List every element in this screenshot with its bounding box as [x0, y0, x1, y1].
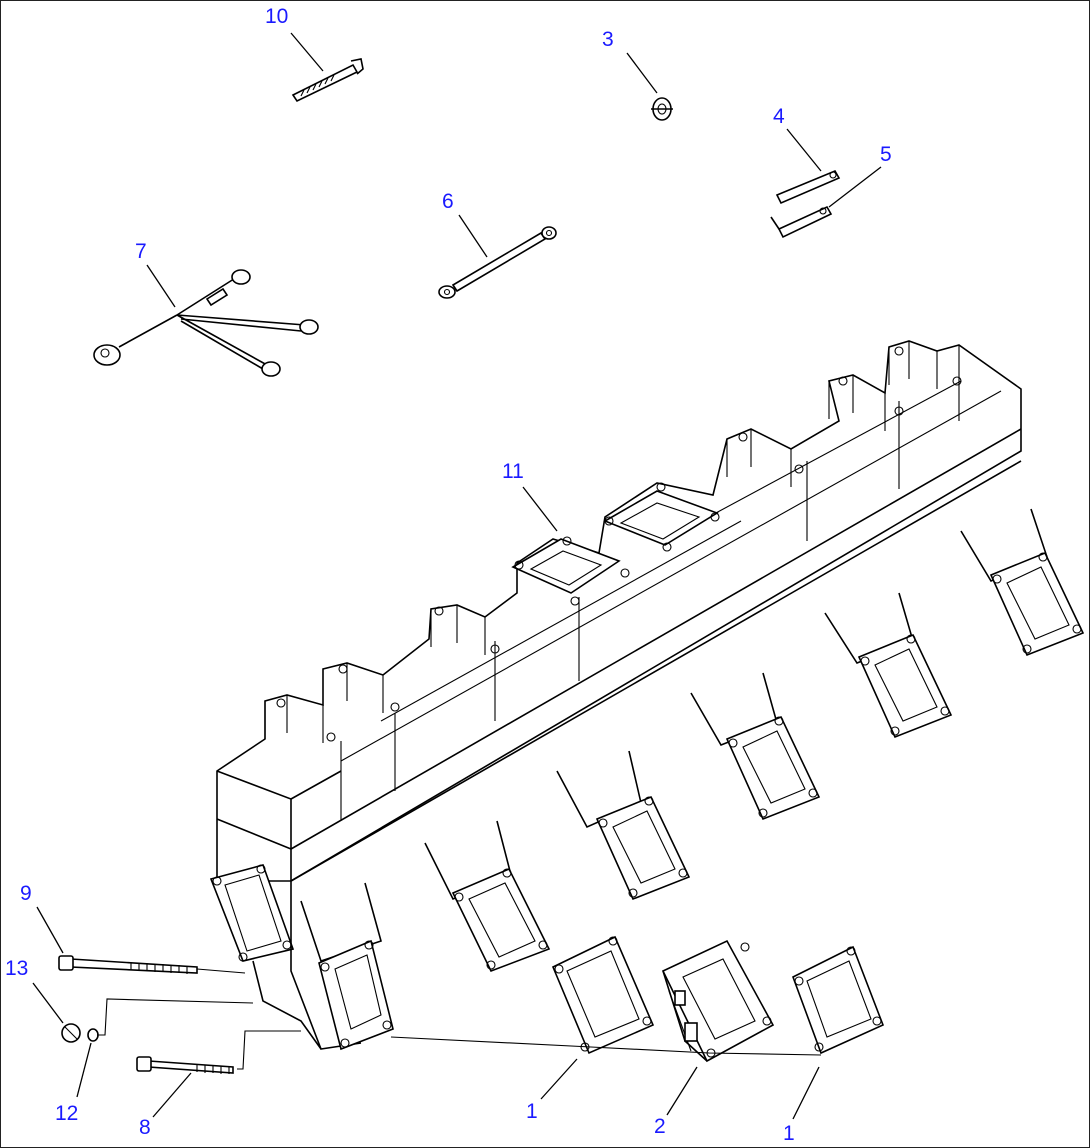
- callout-11: 11: [502, 460, 524, 483]
- alignment-line: [390, 1036, 822, 1056]
- callout-7: 7: [135, 240, 147, 263]
- callout-2: 2: [654, 1115, 666, 1138]
- callout-6: 6: [442, 190, 454, 213]
- part-1-gasket-right: [792, 945, 885, 1055]
- leader-lines: [32, 32, 882, 1120]
- part-12-leader-line: [97, 998, 254, 1036]
- part-5-clamp: [770, 205, 833, 239]
- part-7-link-assembly: [93, 269, 319, 377]
- part-10-bolt: [291, 58, 364, 103]
- part-8-bolt: [136, 1030, 301, 1074]
- callout-9: 9: [20, 882, 32, 905]
- callout-4: 4: [773, 105, 785, 128]
- callout-1-left: 1: [526, 1100, 538, 1123]
- part-3-nut: [651, 97, 673, 121]
- part-9-bolt: [58, 955, 246, 974]
- callout-8: 8: [139, 1116, 151, 1139]
- part-6-rod: [438, 226, 557, 299]
- callout-10: 10: [265, 5, 288, 28]
- part-2-adapter: [661, 939, 775, 1063]
- callout-3: 3: [602, 28, 614, 51]
- part-11-manifold: [209, 340, 1022, 1050]
- callout-13: 13: [5, 957, 28, 980]
- manifold-ports: [300, 508, 1085, 1051]
- part-4-clamp: [775, 169, 841, 205]
- callout-1-right: 1: [783, 1122, 795, 1145]
- callout-5: 5: [880, 143, 892, 166]
- part-12-washer: [87, 1028, 99, 1042]
- part-13-plug: [61, 1023, 81, 1043]
- callout-12: 12: [55, 1102, 78, 1125]
- part-1-gasket-left: [551, 935, 655, 1055]
